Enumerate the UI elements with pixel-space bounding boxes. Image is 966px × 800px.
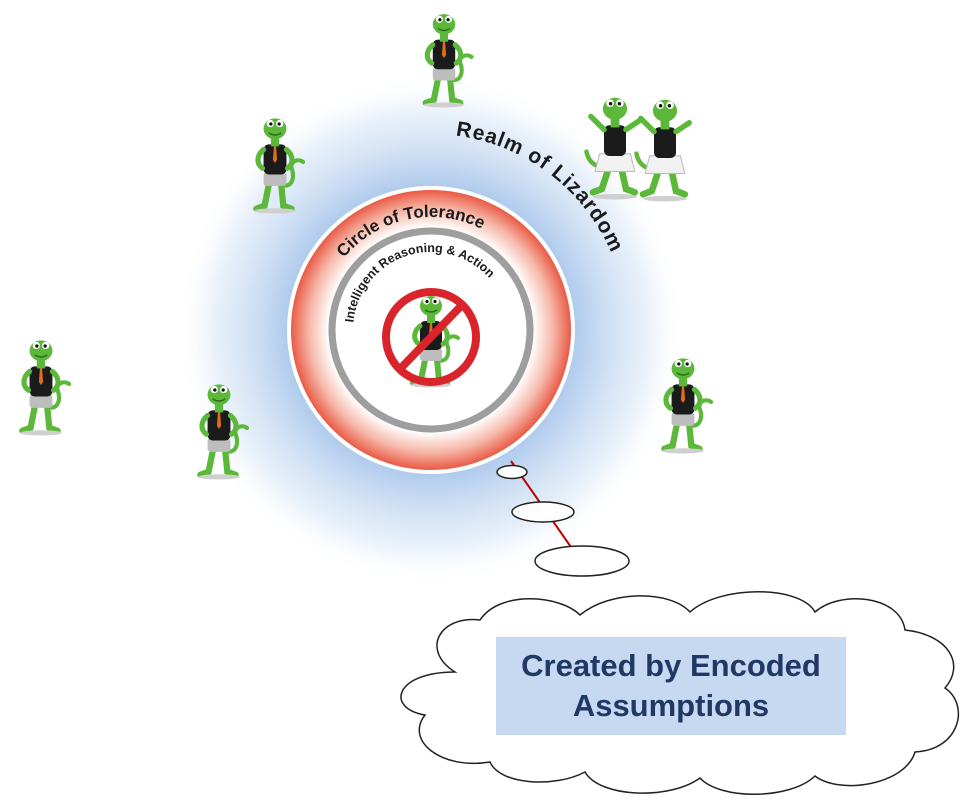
lizard-icon-dancer-2 [636,100,689,202]
callout-line-2: Assumptions [572,688,770,723]
prohibited-lizard [382,288,480,388]
callout-line-1: Created by Encoded [521,648,821,683]
lizard-icon-far-left [20,340,69,435]
callout-box: Created by Encoded Assumptions [496,637,846,735]
prohibited-sign-icon [382,288,480,386]
